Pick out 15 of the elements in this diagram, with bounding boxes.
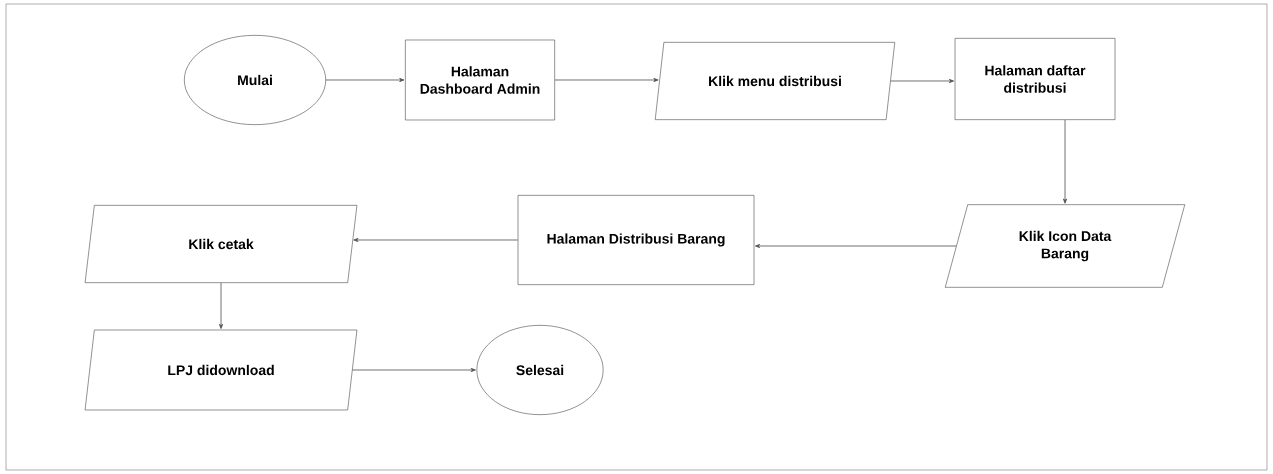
arrow — [352, 368, 476, 372]
arrow — [353, 238, 519, 242]
arrow — [755, 244, 957, 248]
input-output-parallelogram: Klik cetak — [84, 205, 358, 283]
arrow — [554, 78, 659, 82]
input-output-parallelogram: LPJ didownload — [84, 329, 358, 411]
arrow — [1063, 119, 1067, 204]
input-output-parallelogram: Klik menu distribusi — [654, 42, 896, 120]
process-box: Halaman Distribusi Barang — [517, 195, 755, 285]
process-box: Halaman Dashboard Admin — [405, 39, 555, 121]
input-output-parallelogram: Klik Icon Data Barang — [944, 204, 1186, 288]
arrow — [890, 79, 954, 83]
arrow — [325, 78, 405, 82]
process-box: Halaman daftar distribusi — [954, 38, 1116, 120]
arrow — [219, 282, 224, 329]
